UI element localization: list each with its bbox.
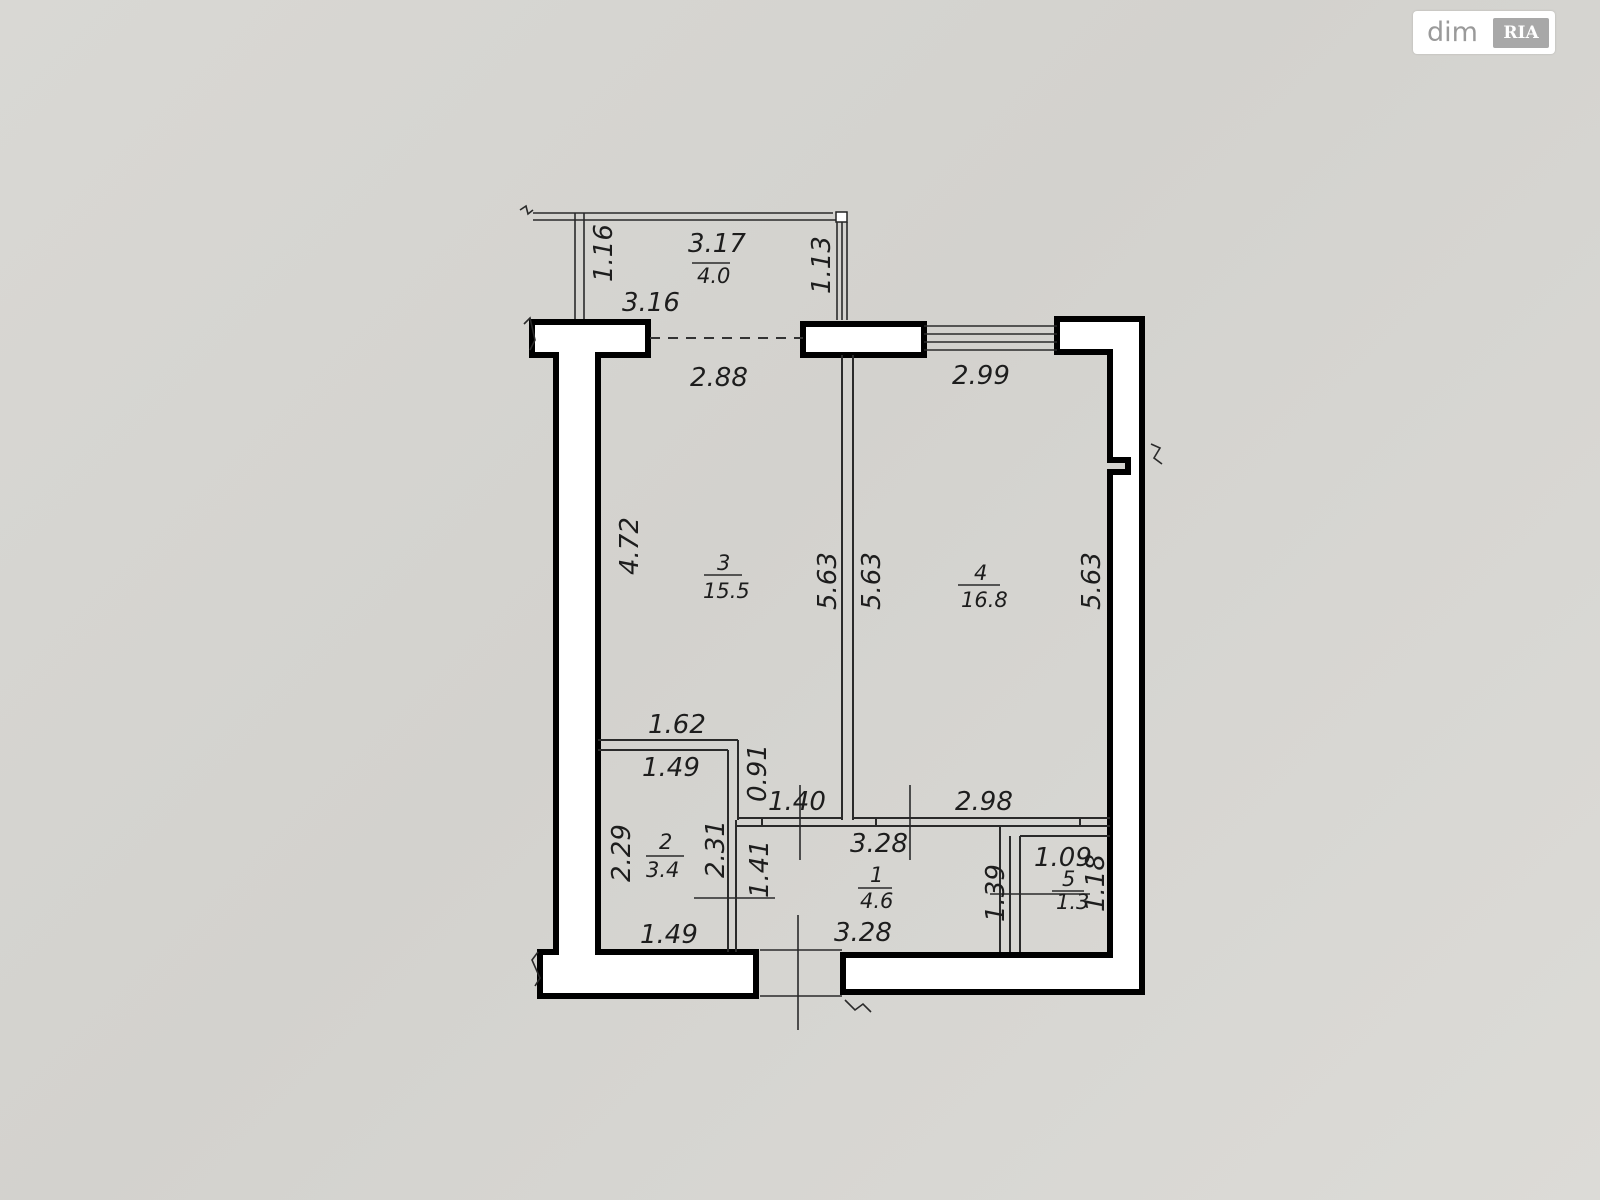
room3-top-width: 2.88 [690,363,748,393]
balcony-left-height: 1.16 [589,224,619,282]
room5-number: 5 [1062,867,1075,891]
balcony-frame [519,204,848,320]
area-bars [646,262,1084,892]
room5-area: 1.3 [1056,890,1089,914]
room4-area: 16.8 [961,588,1008,612]
balcony-area: 4.0 [697,264,730,288]
dim-ria-watermark: dim RIA [1413,11,1555,54]
room4-bottom-width: 2.98 [955,787,1013,817]
section-lines [694,785,1090,1030]
corridor-walls [736,817,1110,952]
room4-number: 4 [974,561,987,585]
room1-right-height: 1.39 [981,864,1011,922]
partition-3-4 [841,355,854,820]
room2-notch-height: 0.91 [743,744,773,802]
balcony-width: 3.17 [688,229,746,259]
room2-area: 3.4 [646,858,679,882]
area-labels: 4.0 3 15.5 4 16.8 2 3.4 1 4.6 5 1.3 [646,264,1089,914]
room1-number: 1 [870,863,883,887]
window [924,325,1057,351]
balcony-inner-width: 3.16 [622,288,680,318]
balcony-right-height: 1.13 [807,236,837,294]
watermark-text: dim [1427,17,1478,48]
room2-bottom-width: 1.49 [640,920,698,950]
room2-number: 2 [659,830,672,854]
watermark-logo-text: RIA [1503,22,1539,43]
room1-left-height: 1.41 [745,840,775,898]
room4-top-width: 2.99 [952,361,1010,391]
room3-right-height: 5.63 [813,552,843,610]
room3-area: 15.5 [703,579,750,603]
ria-logo-icon: RIA [1493,17,1549,48]
room5-width: 1.09 [1034,843,1092,873]
room5-height: 1.18 [1081,854,1111,912]
room2-top-outer: 1.62 [648,710,706,740]
room1-bottom-width: 3.28 [834,918,892,948]
room3-left-height: 4.72 [615,517,645,575]
room1-top-width: 3.28 [850,829,908,859]
room4-right-height: 5.63 [1077,552,1107,610]
room1-area: 4.6 [860,889,893,913]
room2-walls [598,739,739,952]
room2-left-height: 2.29 [607,824,637,882]
outer-walls [523,316,1163,1013]
room1-upper-left: 1.40 [768,787,826,817]
room3-number: 3 [717,551,730,575]
room2-right-height: 2.31 [701,820,731,878]
dimension-labels: 3.17 3.16 1.16 1.13 2.88 4.72 5.63 2.99 … [589,224,1111,950]
room4-left-height: 5.63 [857,552,887,610]
room2-top-width: 1.49 [642,753,700,783]
